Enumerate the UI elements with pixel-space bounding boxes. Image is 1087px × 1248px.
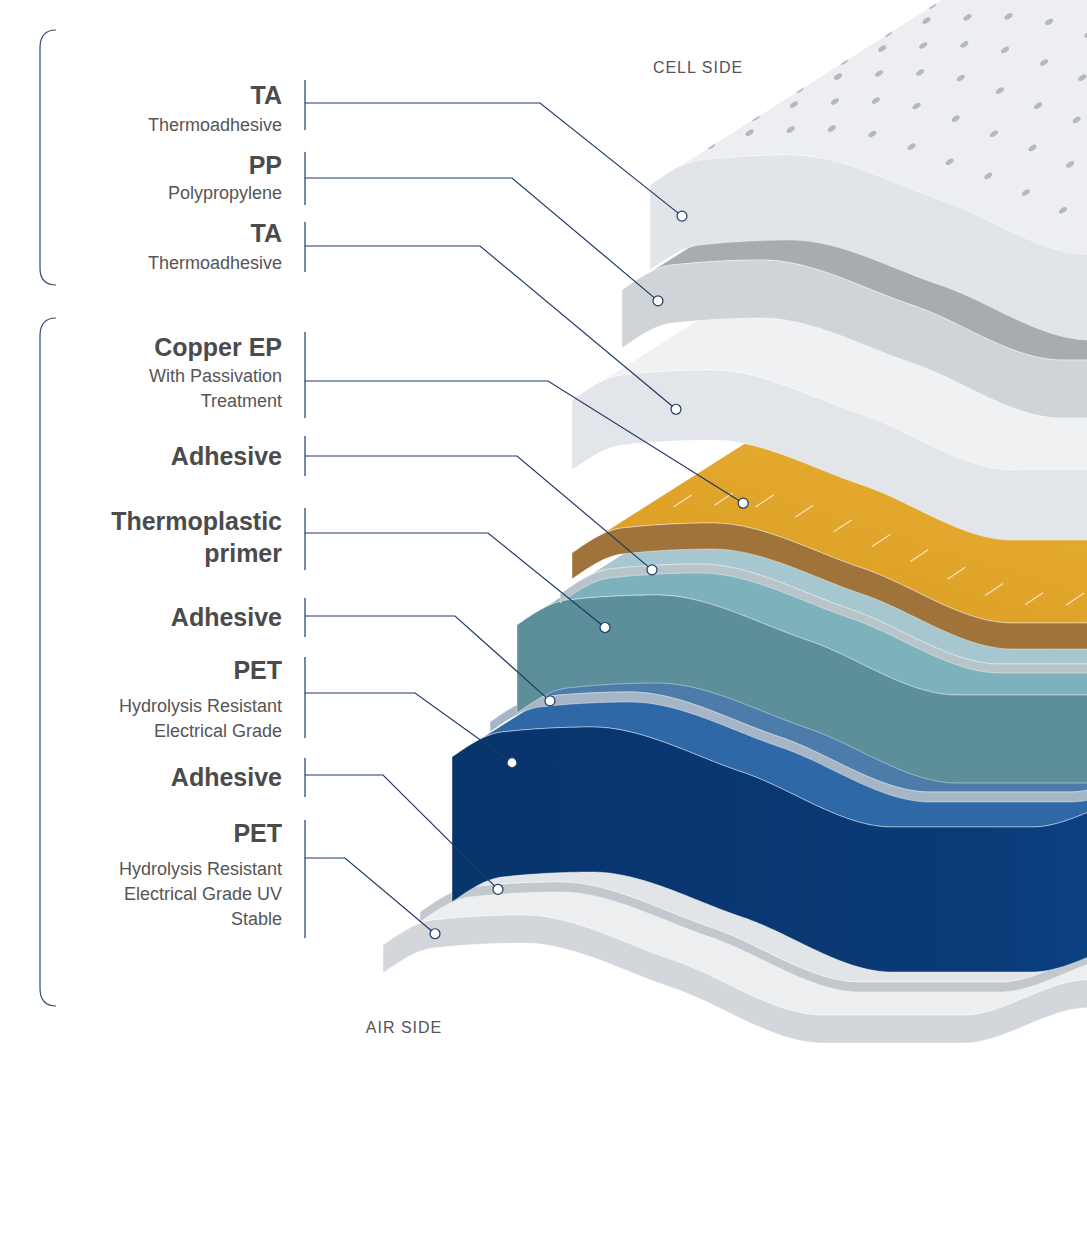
leader-line: [305, 616, 550, 701]
label-bar: [304, 657, 305, 738]
leader-line: [305, 456, 652, 570]
label-bar: [304, 820, 305, 938]
group-bracket: [40, 30, 56, 285]
layer-name: TA: [251, 218, 282, 248]
label-bar: [304, 332, 305, 418]
side-label: AIR SIDE: [366, 1018, 442, 1038]
leader-line: [305, 533, 605, 628]
layer-name: Adhesive: [171, 441, 282, 471]
layer-name: PP: [249, 150, 282, 180]
leader-line: [305, 178, 658, 301]
leader-dot: [671, 404, 681, 414]
layer-name: Adhesive: [171, 762, 282, 792]
cell-side-dots: [706, 0, 1087, 215]
leader-dot: [507, 758, 517, 768]
leader-dot: [738, 498, 748, 508]
label-bar: [304, 80, 305, 130]
layer-description: Polypropylene: [168, 181, 282, 206]
leader-dot: [545, 696, 555, 706]
layer-front-face: [572, 523, 1087, 649]
layer-description: Thermoadhesive: [148, 113, 282, 138]
layer-name: Copper EP: [154, 332, 282, 362]
leader-line: [305, 858, 435, 934]
leader-dot: [677, 211, 687, 221]
leader-dot: [600, 623, 610, 633]
leader-dot: [647, 565, 657, 575]
layer-name: TA: [251, 80, 282, 110]
leader-line: [305, 103, 682, 216]
label-bar: [304, 222, 305, 272]
side-label: CELL SIDE: [653, 58, 743, 78]
leader-line: [305, 246, 676, 409]
leader-dot: [493, 884, 503, 894]
leader-line: [305, 775, 498, 889]
layer-description: Thermoadhesive: [148, 251, 282, 276]
layer-name: Adhesive: [171, 602, 282, 632]
layer-name: Thermoplastic primer: [102, 505, 282, 569]
leader-line: [305, 381, 743, 503]
group-bracket: [40, 318, 56, 1006]
layer-front-face: [650, 155, 1087, 340]
layer-description: With Passivation Treatment: [122, 364, 282, 414]
label-bar: [304, 758, 305, 797]
leader-dot: [653, 296, 663, 306]
leader-line: [305, 693, 512, 763]
label-bar: [304, 598, 305, 637]
layer-name: PET: [233, 655, 282, 685]
leader-dot: [430, 929, 440, 939]
layer-description: Hydrolysis Resistant Electrical Grade UV…: [82, 857, 282, 932]
layer-name: PET: [233, 818, 282, 848]
label-bar: [304, 508, 305, 570]
layer-description: Hydrolysis Resistant Electrical Grade: [82, 694, 282, 744]
